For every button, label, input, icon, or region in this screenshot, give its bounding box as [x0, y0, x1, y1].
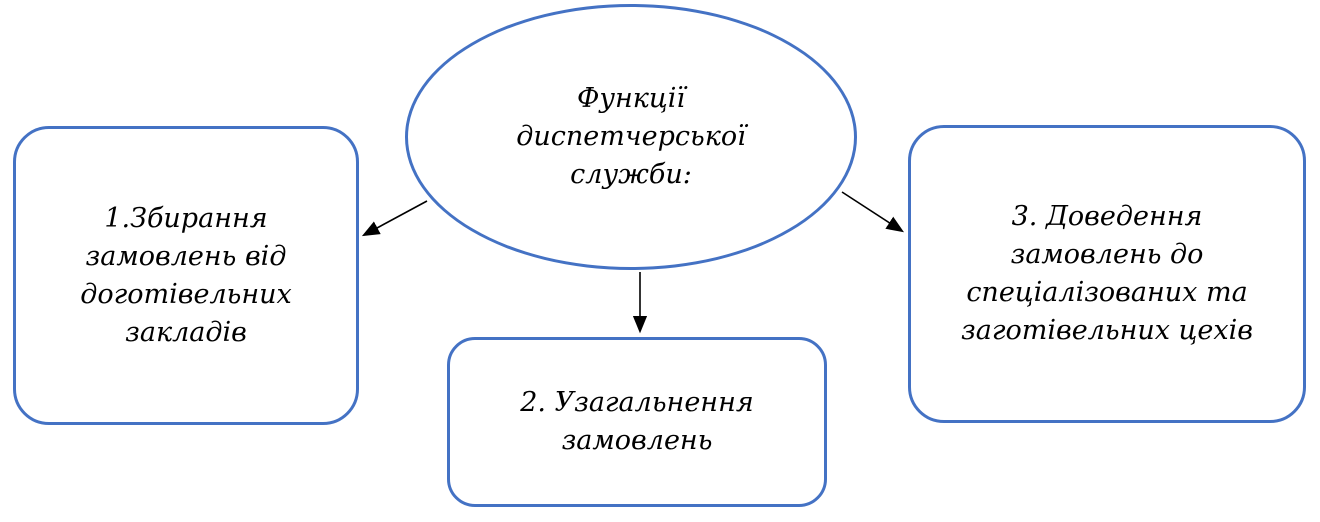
node-2-box: 2. Узагальнення замовлень: [447, 337, 827, 507]
arrow-to-node-3: [841, 191, 905, 233]
center-ellipse-node: Функції диспетчерської служби:: [405, 4, 857, 270]
node-3-label: 3. Доведення замовлень до спеціалізовани…: [961, 201, 1253, 346]
node-1-label: 1.Збирання замовлень від доготівельних з…: [80, 202, 292, 348]
arrow-to-node-1: [361, 200, 428, 237]
node-2-label: 2. Узагальнення замовлень: [520, 387, 754, 456]
center-ellipse-label: Функції диспетчерської служби:: [516, 83, 746, 190]
node-1-box: 1.Збирання замовлень від доготівельних з…: [13, 126, 359, 425]
node-3-box: 3. Доведення замовлень до спеціалізовани…: [908, 125, 1306, 423]
